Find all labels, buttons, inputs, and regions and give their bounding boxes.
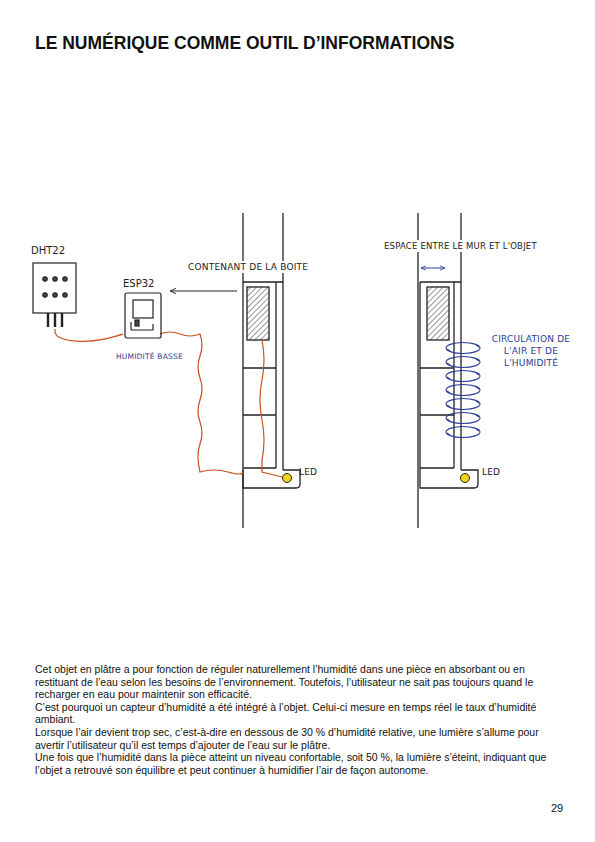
body-paragraph: Cet objet en plâtre a pour fonction de r… <box>35 663 567 701</box>
air-arrow <box>447 345 479 351</box>
air-loop <box>446 371 480 382</box>
callout-label: CONTENANT DE LA BOITE <box>186 261 310 273</box>
led <box>461 474 470 483</box>
leader-arrow <box>170 291 237 292</box>
air-loop <box>446 385 480 396</box>
air-arrow <box>447 387 479 393</box>
part-name: ESP32 <box>123 277 167 290</box>
air-loop <box>446 413 480 424</box>
air-arrow <box>447 429 479 435</box>
air-loop <box>446 357 480 368</box>
body-paragraph: Lorsque l’air devient trop sec, c’est-à-… <box>35 726 567 751</box>
led-label: LED <box>482 467 500 477</box>
air-circulation <box>446 343 480 438</box>
flow-label: CIRCULATION DE L'AIR ET DE L'HUMIDITÉ <box>485 333 577 369</box>
sensor-module: DHT22 <box>31 244 81 329</box>
gap-arrow <box>421 268 445 269</box>
led-label: LED <box>299 467 317 477</box>
sensor-shape <box>31 257 81 329</box>
board-shape <box>123 290 167 340</box>
page-number: 29 <box>551 802 563 814</box>
status-label: HUMIDITÉ BASSE <box>116 352 183 361</box>
led <box>283 474 292 483</box>
air-arrow <box>447 401 479 407</box>
sensor-wire <box>55 329 123 341</box>
part-name: DHT22 <box>31 244 81 257</box>
microcontroller-board: ESP32 <box>123 277 167 340</box>
air-arrow <box>447 415 479 421</box>
body-paragraph: Une fois que l’humidité dans la pièce at… <box>35 751 567 776</box>
air-arrow <box>447 359 479 365</box>
air-loop <box>446 343 480 354</box>
air-arrow <box>447 373 479 379</box>
page-title: LE NUMÉRIQUE COMME OUTIL D’INFORMATIONS <box>35 33 454 54</box>
air-loop <box>446 399 480 410</box>
air-loop <box>446 427 480 438</box>
callout-label: ESPACE ENTRE LE MUR ET L'OBJET <box>382 240 539 252</box>
body-paragraph: C’est pourquoi un capteur d’humidité a é… <box>35 701 567 726</box>
